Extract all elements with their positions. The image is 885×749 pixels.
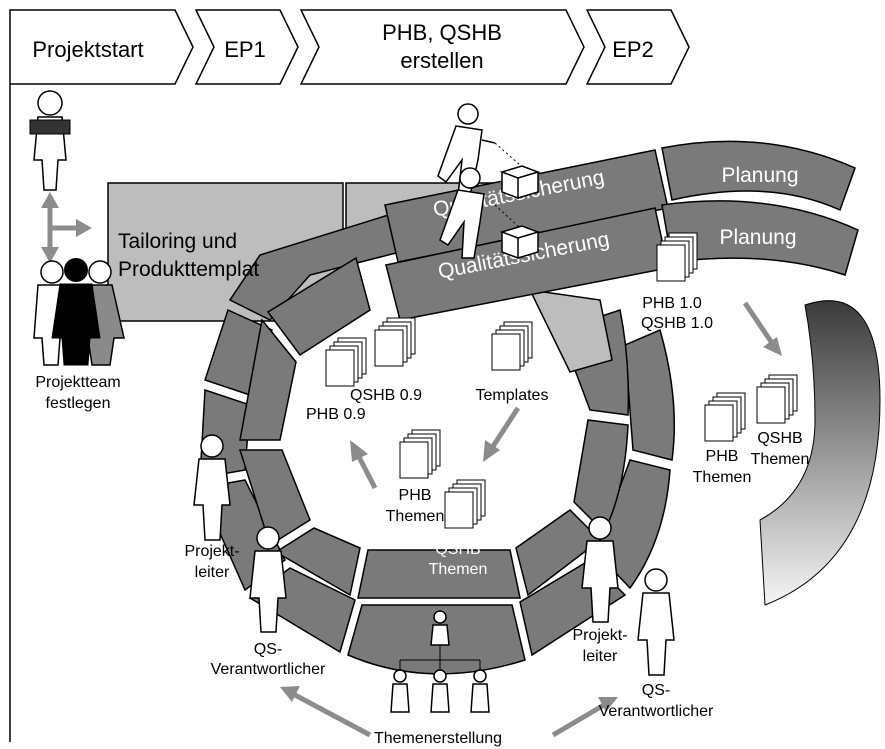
doc-stack-phb09	[325, 337, 367, 387]
person-icon	[193, 434, 231, 541]
label-qs-right-1: QS-	[642, 682, 670, 699]
doc-stack-qshb-themen-right	[756, 374, 798, 424]
phase-label-ep1: EP1	[224, 37, 266, 62]
phase-label-projektstart: Projektstart	[32, 37, 143, 62]
phase-chevron-ep1	[194, 9, 299, 85]
planung-label-outer: Planung	[721, 164, 798, 187]
arrow-to-right-qs	[551, 702, 606, 738]
arrowhead	[76, 219, 92, 237]
planung-label-inner: Planung	[719, 226, 796, 249]
ring-segment	[624, 328, 675, 461]
document-stacks	[325, 232, 798, 529]
arrow-to-left-qs	[293, 692, 372, 738]
label-qshb-themen-inner-1: QSHB	[435, 541, 480, 558]
label-qs-left-1: QS-	[254, 641, 282, 658]
phase-bar: Projektstart EP1 PHB, QSHB erstellen EP2	[9, 9, 690, 85]
qs-boxes	[499, 165, 541, 260]
planung-band-inner	[661, 200, 859, 276]
box-icon	[499, 225, 541, 260]
planung-band-outer	[661, 140, 856, 212]
label-projektleiter-left-1: Projekt-	[184, 543, 239, 560]
label-qshb-themen-inner-2: Themen	[429, 561, 488, 578]
label-projektleiter-left-2: leiter	[195, 564, 230, 581]
label-themenerstellung: Themenerstellung	[374, 730, 502, 747]
ring-segment	[515, 509, 602, 597]
person-icon	[581, 516, 619, 623]
label-phb-themen-right-1: PHB	[706, 448, 739, 465]
phase-chevron-ep2	[585, 9, 690, 85]
label-qs-right-2: Verantwortlicher	[599, 703, 714, 720]
arrowhead	[41, 247, 59, 263]
ring-segment	[239, 318, 297, 441]
future-spiral-fade	[759, 300, 881, 606]
ring-segment	[238, 449, 311, 547]
tailoring-label-line2: Produkttemplat	[118, 258, 259, 281]
label-phb-09: PHB 0.9	[306, 406, 366, 423]
doc-stack-phb10	[656, 232, 698, 282]
arrow-to-phb09	[355, 453, 378, 490]
doc-stack-qshb-themen-inner	[444, 479, 486, 529]
label-qshb-themen-right-1: QSHB	[757, 430, 802, 447]
label-phb-themen-inner-2: Themen	[386, 508, 445, 525]
label-qshb-themen-right-2: Themen	[751, 451, 810, 468]
phase-label-phb-qshb-line1: PHB, QSHB	[382, 20, 502, 45]
person-icon	[637, 568, 675, 676]
ring-segment	[573, 419, 629, 534]
arrowhead	[598, 697, 618, 712]
process-arrows	[41, 192, 782, 738]
person-icon	[249, 526, 287, 633]
inspector-icon	[437, 103, 521, 259]
arrowhead	[763, 337, 782, 356]
label-qs-left-2: Verantwortlicher	[211, 661, 326, 678]
ring-segment	[266, 256, 371, 357]
team-icon	[33, 258, 125, 366]
label-phb-themen-inner-1: PHB	[399, 487, 432, 504]
label-projektleiter-right-1: Projekt-	[572, 627, 627, 644]
label-templates: Templates	[476, 387, 549, 404]
tailoring-label-line1: Tailoring und	[118, 230, 237, 253]
person-icon	[29, 90, 71, 191]
arrowhead	[41, 192, 59, 208]
arrowhead	[350, 440, 368, 462]
label-projektleiter-right-2: leiter	[583, 648, 618, 665]
label-phb-10: PHB 1.0	[642, 295, 702, 312]
doc-stack-phb-themen-inner	[399, 429, 441, 479]
phase-chevron-projektstart	[9, 9, 194, 85]
arrowhead	[483, 440, 500, 462]
ring-segment	[274, 527, 361, 597]
org-chart-icon	[390, 610, 490, 713]
phase-label-ep2: EP2	[612, 37, 654, 62]
arrowhead	[280, 686, 300, 702]
label-qshb-09: QSHB 0.9	[350, 387, 422, 404]
label-projektteam-line2: festlegen	[46, 395, 111, 412]
doc-stack-phb-themen-right	[704, 392, 746, 442]
label-phb-themen-right-2: Themen	[693, 469, 752, 486]
labels: Projektteam festlegen QSHB 0.9 PHB 0.9 T…	[35, 295, 809, 747]
spiral-inner-ring	[238, 256, 630, 599]
phase-chevron-phb-qshb	[299, 9, 585, 85]
phase-label-phb-qshb-line2: erstellen	[400, 48, 483, 73]
arrow-phb10-to-themen	[742, 301, 775, 345]
label-qshb-10: QSHB 1.0	[641, 315, 713, 332]
people	[29, 90, 675, 713]
label-projektteam-line1: Projektteam	[35, 374, 120, 391]
doc-stack-templates	[491, 321, 533, 371]
ring-segment	[357, 549, 521, 599]
ring-segment-light	[528, 289, 613, 373]
doc-stack-qshb09	[374, 317, 416, 367]
box-icon	[499, 165, 541, 200]
arrow-templates-down	[489, 406, 521, 450]
